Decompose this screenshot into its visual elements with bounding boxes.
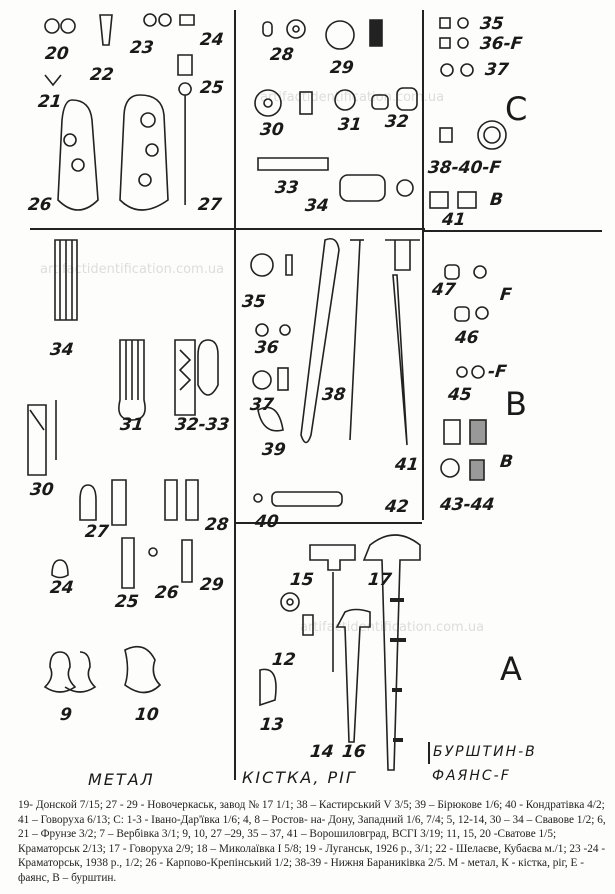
item-number: B [488, 190, 505, 210]
item-number: 29 [198, 575, 225, 595]
watermark: artifactidentification.com.ua [260, 90, 445, 105]
item-number: 45 [446, 385, 473, 405]
item-number: 27 [83, 522, 110, 542]
column-title-bone: КІСТКА, РІГ [242, 768, 357, 787]
item-number: 36 [253, 338, 280, 358]
item-number: 22 [88, 65, 115, 85]
item-number: 42 [383, 497, 410, 517]
faience-beads-drawing [429, 17, 507, 209]
item-number: 35 [478, 14, 505, 34]
divider [422, 10, 424, 520]
metal-pendants-bottom-drawing [43, 645, 162, 694]
item-number: 31 [336, 115, 363, 135]
divider [236, 522, 422, 524]
column-title-metal: МЕТАЛ [88, 770, 155, 789]
beads-drawing [254, 19, 418, 202]
item-number: 32 [383, 112, 410, 132]
bone-pins-a-drawing [259, 534, 421, 771]
item-number: 34 [303, 196, 330, 216]
item-number: 23 [128, 38, 155, 58]
item-number: 25 [113, 592, 140, 612]
item-number: 16 [340, 742, 367, 762]
item-number: 26 [153, 583, 180, 603]
divider [428, 742, 430, 764]
divider [234, 10, 236, 780]
bone-pins-drawing [250, 237, 420, 507]
item-number: 32-33 [173, 415, 231, 435]
item-number: 10 [133, 705, 160, 725]
artifact-drawings [27, 13, 507, 771]
item-number: 21 [36, 92, 63, 112]
item-number: 33 [273, 178, 300, 198]
divider [422, 230, 602, 232]
item-number: F [498, 285, 513, 305]
item-number: -F [486, 362, 508, 382]
item-number: 25 [198, 78, 225, 98]
figure-caption: 19- Донской 7/15; 27 - 29 - Новочеркаськ… [18, 799, 606, 884]
item-number: 38-40-F [426, 158, 503, 178]
legend-faience: ФАЯНС-F [432, 768, 511, 784]
item-number: 28 [268, 45, 295, 65]
section-letter-b: B [505, 385, 527, 423]
item-number: 20 [43, 44, 70, 64]
item-number: 27 [196, 195, 223, 215]
item-number: 9 [58, 705, 73, 725]
item-number: 29 [328, 58, 355, 78]
item-number: 41 [440, 210, 467, 230]
item-number: 28 [203, 515, 230, 535]
item-number: 14 [308, 742, 335, 762]
legend-amber: БУРШТИН-B [433, 744, 537, 760]
watermark: artifactidentification.com.ua [300, 620, 485, 635]
divider [30, 228, 425, 230]
item-number: 37 [248, 395, 275, 415]
item-number: 37 [483, 60, 510, 80]
watermark: artifactidentification.com.ua [40, 262, 225, 277]
item-number: 30 [258, 120, 285, 140]
item-number: 34 [48, 340, 75, 360]
item-number: 40 [253, 512, 280, 532]
metal-ornaments-drawing [27, 239, 219, 589]
item-number: 13 [258, 715, 285, 735]
item-number: 41 [393, 455, 420, 475]
item-number: 46 [453, 328, 480, 348]
item-number: 38 [320, 385, 347, 405]
item-number: 15 [288, 570, 315, 590]
item-number: 47 [430, 280, 457, 300]
item-number: 39 [260, 440, 287, 460]
item-number: 24 [48, 578, 75, 598]
item-number: 30 [28, 480, 55, 500]
item-number: 17 [366, 570, 393, 590]
amber-beads-drawing [440, 264, 489, 481]
item-number: 24 [198, 30, 225, 50]
item-number: 43-44 [438, 495, 496, 515]
item-number: 31 [118, 415, 145, 435]
item-number: 12 [270, 650, 297, 670]
section-letter-c: C [505, 90, 528, 128]
pendant-drawing [44, 13, 195, 211]
item-number: 26 [26, 195, 53, 215]
item-number: 35 [240, 292, 267, 312]
item-number: B [498, 452, 515, 472]
item-number: 36-F [478, 34, 524, 54]
section-letter-a: A [500, 650, 522, 688]
